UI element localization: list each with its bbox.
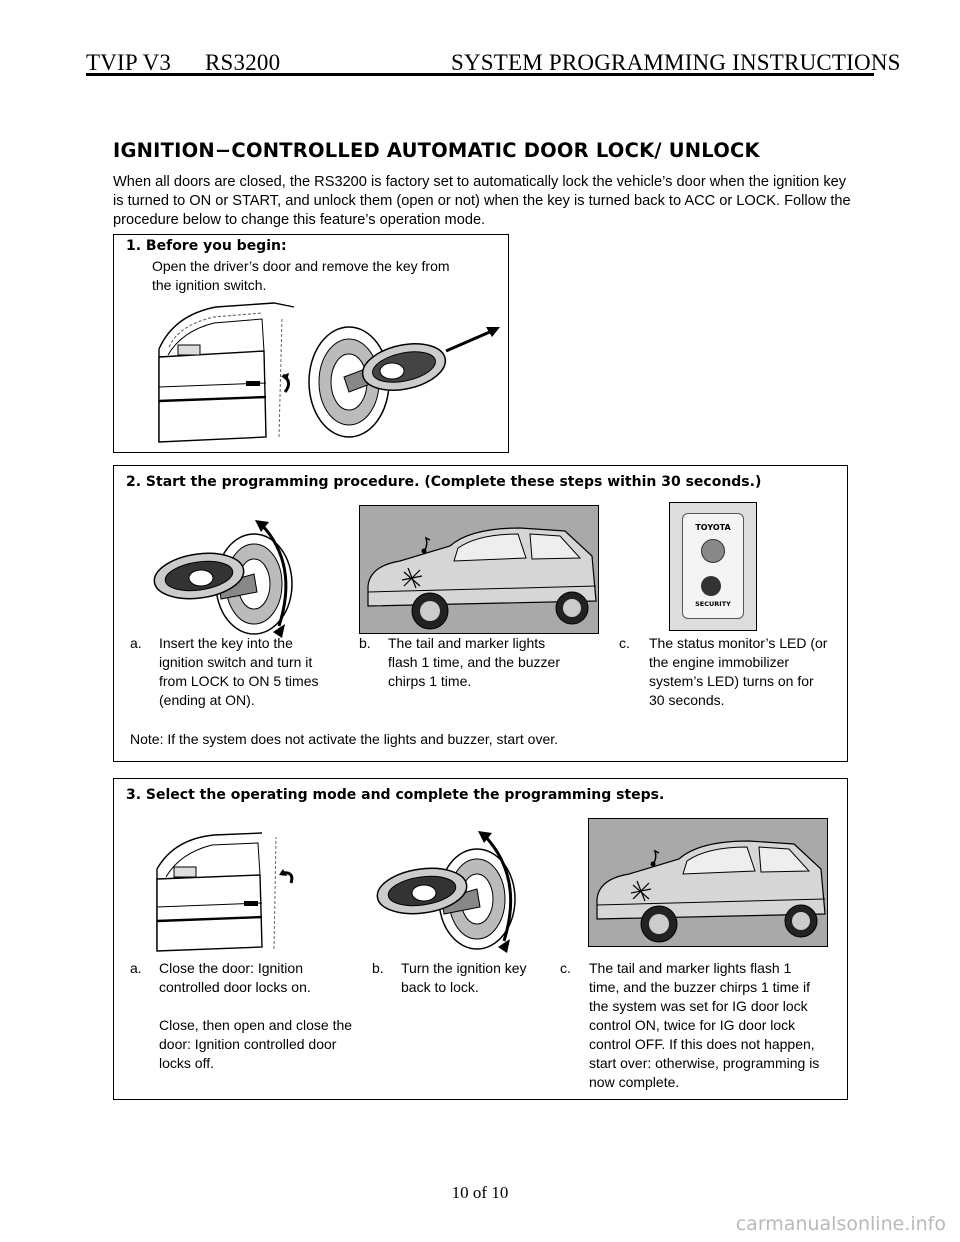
closed-door-illustration xyxy=(156,832,277,952)
open-door-illustration xyxy=(158,302,295,443)
step2-note: Note: If the system does not activate th… xyxy=(130,731,559,747)
key-turn-illustration xyxy=(153,520,293,638)
key-turn-back-illustration xyxy=(376,831,516,953)
door-close-arrow-icon xyxy=(279,869,294,884)
car-lights-flash-photo xyxy=(359,505,599,634)
step2-heading: 2. Start the programming procedure. (Com… xyxy=(126,474,762,490)
step2-box: 2. Start the programming procedure. (Com… xyxy=(113,465,848,762)
page-number: 10 of 10 xyxy=(451,1183,509,1202)
page-title: IGNITION−CONTROLLED AUTOMATIC DOOR LOCK/… xyxy=(113,139,760,162)
status-monitor-photo: TOYOTA SECURITY xyxy=(669,502,757,631)
step1-box: 1. Before you begin: Open the driver’s d… xyxy=(113,234,509,453)
intro-paragraph: When all doors are closed, the RS3200 is… xyxy=(113,174,851,228)
key-removal-illustration xyxy=(308,326,500,438)
monitor-security-label: SECURITY xyxy=(695,600,731,608)
watermark: carmanualsonline.info xyxy=(735,1213,946,1235)
door-motion-arrow-icon xyxy=(281,373,290,393)
monitor-brand-label: TOYOTA xyxy=(695,523,731,532)
step1-body: Open the driver’s door and remove the ke… xyxy=(152,258,450,293)
step1-heading: 1. Before you begin: xyxy=(126,238,287,254)
security-emblem-icon xyxy=(701,576,721,596)
header-model: TVIP V3 xyxy=(86,50,172,75)
car-lights-confirm-photo xyxy=(588,818,828,947)
step3-heading: 3. Select the operating mode and complet… xyxy=(126,787,665,803)
header-rule xyxy=(86,73,874,76)
step3-box: 3. Select the operating mode and complet… xyxy=(113,778,848,1100)
status-led-icon xyxy=(701,539,725,563)
header-section: SYSTEM PROGRAMMING INSTRUCTIONS xyxy=(451,50,901,75)
header-product: RS3200 xyxy=(205,50,281,75)
